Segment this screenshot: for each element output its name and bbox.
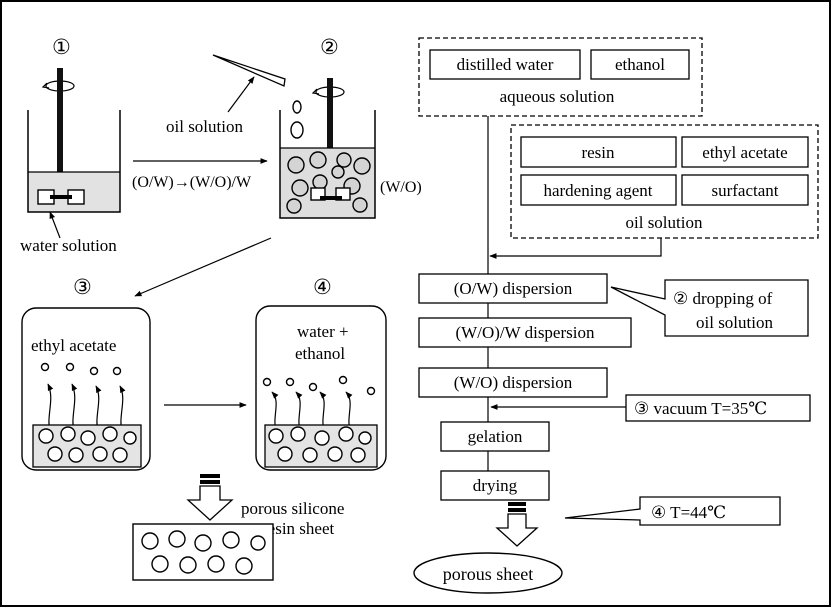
vacuum-callout	[625, 394, 811, 422]
evaporation-vessel-3: ethyl acetate	[21, 307, 151, 471]
step1-number: ①	[52, 35, 71, 59]
dropping-callout	[610, 279, 809, 337]
gelation-label: gelation	[468, 427, 523, 446]
resin-label: resin	[581, 143, 615, 162]
beaker-2-walls	[279, 110, 376, 219]
oil-solution-group-label: oil solution	[626, 213, 703, 232]
oil-solution-pointer	[227, 76, 255, 113]
temp-callout	[564, 496, 781, 526]
distilled-water-box	[429, 49, 581, 80]
ow-dispersion-label: (O/W) dispersion	[454, 279, 573, 298]
gelation-box	[440, 421, 550, 452]
drying-label: drying	[473, 476, 518, 495]
wo-dispersion-box	[418, 367, 608, 398]
step3-number: ③	[73, 275, 92, 299]
wow-dispersion-box	[418, 317, 632, 348]
porous-silicone-sheet	[132, 523, 274, 581]
hardening-agent-box	[520, 174, 677, 206]
dropping-callout-line2: oil solution	[696, 313, 773, 332]
wo-dispersion-label: (W/O) dispersion	[454, 373, 573, 392]
ethanol-box-label: ethanol	[615, 55, 665, 74]
oil-solution-label: oil solution	[166, 117, 243, 136]
beaker-1	[27, 68, 121, 213]
surfactant-box	[681, 174, 809, 206]
beaker-2	[279, 78, 376, 219]
drying-box	[440, 470, 550, 501]
porous-sheet-ellipse	[413, 552, 563, 594]
porous-resin-label-line1: porous silicone	[241, 499, 344, 518]
stirrer-shaft	[57, 68, 63, 198]
stirrer-shaft	[327, 78, 333, 190]
oil-join-arrow	[489, 238, 662, 259]
hardening-agent-label: hardening agent	[543, 181, 652, 200]
step2-number: ②	[320, 35, 339, 59]
wow-dispersion-label: (W/O)/W dispersion	[456, 323, 595, 342]
surfactant-label: surfactant	[711, 181, 778, 200]
oil-drop	[290, 121, 304, 139]
wo-label: (W/O)	[380, 179, 422, 196]
oil-solution-group	[510, 124, 819, 239]
ethanol-label: ethanol	[295, 344, 345, 363]
distilled-water-label: distilled water	[457, 55, 554, 74]
rotation-arrow-icon	[311, 88, 320, 95]
oil-drop	[292, 100, 302, 114]
ethanol-box	[590, 49, 690, 80]
pipette-icon	[212, 54, 286, 87]
resin-box	[520, 136, 677, 168]
porous-sheet-label: porous sheet	[443, 564, 533, 584]
ethyl-acetate-label: ethyl acetate	[31, 336, 116, 355]
arrow-2-to-3	[134, 237, 272, 297]
beaker-1-walls	[27, 110, 121, 213]
ow-dispersion-box	[418, 273, 608, 304]
rotation-arrow-icon	[41, 82, 50, 89]
dropping-callout-line1: ② dropping of	[673, 289, 773, 308]
evaporation-vessel-4: water + ethanol	[255, 305, 387, 471]
aqueous-solution-group	[418, 37, 703, 117]
aqueous-solution-label: aqueous solution	[500, 87, 615, 106]
block-arrow-down-right	[495, 502, 539, 547]
temp-callout-label: ④ T=44℃	[651, 503, 726, 522]
vacuum-callout-label: ③ vacuum T=35℃	[634, 399, 767, 418]
ethyl-acetate-box-label: ethyl acetate	[702, 143, 787, 162]
step4-number: ④	[313, 275, 332, 299]
emulsion-transition-label: (O/W)→(W/O)/W	[132, 174, 252, 191]
water-solution-label: water solution	[20, 236, 117, 255]
water-plus-label: water +	[297, 322, 349, 341]
pipette	[212, 54, 286, 87]
ethyl-acetate-box	[681, 136, 809, 168]
block-arrow-down-left	[186, 474, 234, 521]
water-solution-pointer	[49, 211, 61, 239]
porous-resin-label-line2: resin sheet	[262, 519, 335, 538]
